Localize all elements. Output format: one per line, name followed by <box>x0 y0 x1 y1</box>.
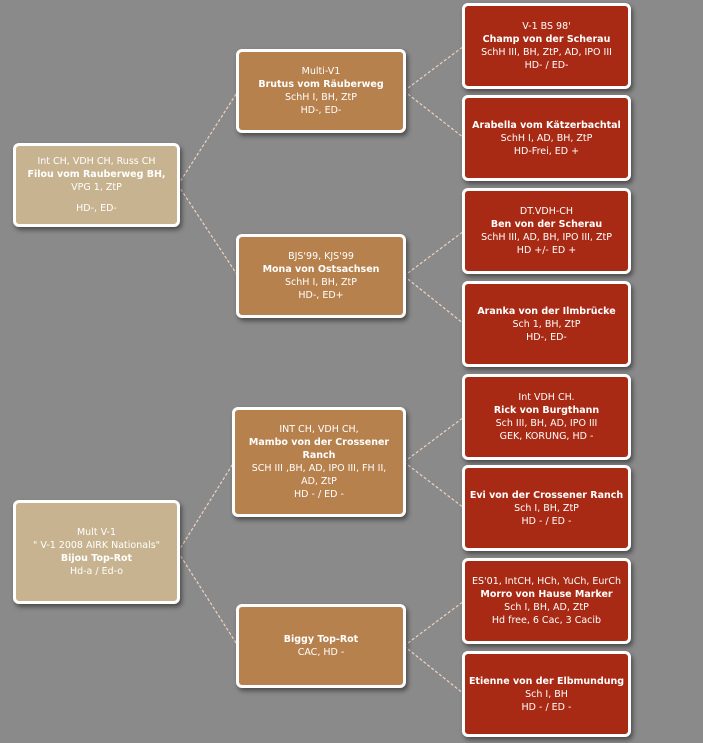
dog-name: Ranch <box>302 450 336 461</box>
dog-name: Champ von der Scherau <box>482 34 611 45</box>
dog-detail-line: HD - / ED - <box>521 515 572 527</box>
dog-detail-line: Sch I, BH <box>525 688 568 700</box>
dog-detail-line: V-1 BS 98' <box>522 21 571 32</box>
dog-detail-line: SchH I, AD, BH, ZtP <box>500 132 593 144</box>
connector-mambo-evi <box>403 461 465 509</box>
connector-filou-mona <box>177 184 239 277</box>
dog-detail-line: DT.VDH-CH <box>519 206 574 217</box>
dog-detail-line: AD, ZtP <box>301 476 337 487</box>
dog-detail-line: Sch I, BH, AD, ZtP <box>504 602 589 613</box>
dog-detail-line: HD-, ED- <box>76 203 117 214</box>
dog-name: Arabella vom Kätzerbachtal <box>472 119 621 131</box>
connector-brutus-arabella <box>403 90 465 139</box>
dog-name: Etienne von der Elbmundung <box>468 675 625 687</box>
dog-detail-line: HD - / ED - <box>294 489 344 500</box>
dog-detail-line: VPG 1, ZtP <box>71 182 122 193</box>
dog-detail-line: Multi-V1 <box>301 66 341 77</box>
dog-detail-line: Sch I, BH, ZtP <box>514 502 579 514</box>
dog-name: Bijou Top-Rot <box>60 553 133 564</box>
dog-name: Evi von der Crossener Ranch <box>469 489 624 501</box>
dog-detail-line: HD-Frei, ED + <box>513 145 580 157</box>
dog-detail-line: HD- / ED- <box>524 60 569 71</box>
connector-bijou-biggy <box>177 551 239 647</box>
dog-name: Aranka von der Ilmbrücke <box>477 305 616 317</box>
dog-detail-line: " V-1 2008 AIRK Nationals" <box>32 540 161 551</box>
dog-detail-line: SchH III, AD, BH, IPO III, ZtP <box>481 232 612 243</box>
dog-detail-line: Sch 1, BH, ZtP <box>512 318 581 330</box>
dog-detail-line: HD +/- ED + <box>516 245 577 256</box>
dog-detail-line: Hd-a / Ed-o <box>69 566 124 577</box>
dog-name: Mambo von der Crossener <box>248 437 390 448</box>
dog-box-bijou: Mult V-1 " V-1 2008 AIRK Nationals" Bijou … <box>13 500 180 604</box>
dog-name: Morro von Hause Marker <box>480 589 613 600</box>
dog-detail-line: GEK, KORUNG, HD - <box>499 431 594 442</box>
dog-detail-line: SchH I, BH, ZtP <box>285 92 357 103</box>
dog-detail-line: SchH III, BH, ZtP, AD, IPO III <box>481 47 612 58</box>
dog-name: Mona von Ostsachsen <box>262 264 380 275</box>
connector-mambo-rick <box>403 416 465 463</box>
dog-name: Brutus vom Räuberweg <box>258 79 384 90</box>
dog-detail-line: HD - / ED - <box>521 701 572 713</box>
connector-brutus-champ <box>403 45 465 92</box>
connector-biggy-morro <box>403 600 465 647</box>
dog-detail-line: Int CH, VDH CH, Russ CH <box>37 156 156 167</box>
dog-detail-line: Sch III, BH, AD, IPO III <box>495 418 598 429</box>
dog-detail-line: SCH III ,BH, AD, IPO III, FH II, <box>251 463 387 474</box>
dog-detail-line: HD-, ED- <box>526 331 567 343</box>
dog-detail-line: Int VDH CH. <box>518 392 575 403</box>
connector-filou-brutus <box>177 90 239 186</box>
dog-detail-line: Mult V-1 <box>76 527 117 538</box>
connector-mona-aranka <box>403 275 465 325</box>
dog-box-filou: Int CH, VDH CH, Russ CH Filou vom Rauberw… <box>13 143 180 227</box>
dog-name: Ben von der Scherau <box>490 219 603 230</box>
dog-detail-line: Hd free, 6 Cac, 3 Cacib <box>491 615 602 626</box>
dog-detail-line: CAC, HD - <box>297 647 345 658</box>
dog-detail-line: SchH I, BH, ZtP <box>285 277 357 288</box>
dog-detail-line: INT CH, VDH CH, <box>279 424 359 435</box>
dog-detail-line: BJS'99, KJS'99 <box>288 251 354 262</box>
dog-detail-line: ES'01, IntCH, HCh, YuCh, EurCh <box>472 576 621 587</box>
dog-name: Filou vom Rauberweg BH, <box>27 169 166 180</box>
dog-name: Biggy Top-Rot <box>283 634 359 645</box>
connector-biggy-etienne <box>403 645 465 695</box>
dog-detail-line: HD-, ED- <box>300 105 342 116</box>
connector-mona-ben <box>403 230 465 277</box>
dog-name: Rick von Burgthann <box>493 405 600 416</box>
connector-bijou-mambo <box>177 461 235 553</box>
dog-detail-line: HD-, ED+ <box>298 290 344 301</box>
